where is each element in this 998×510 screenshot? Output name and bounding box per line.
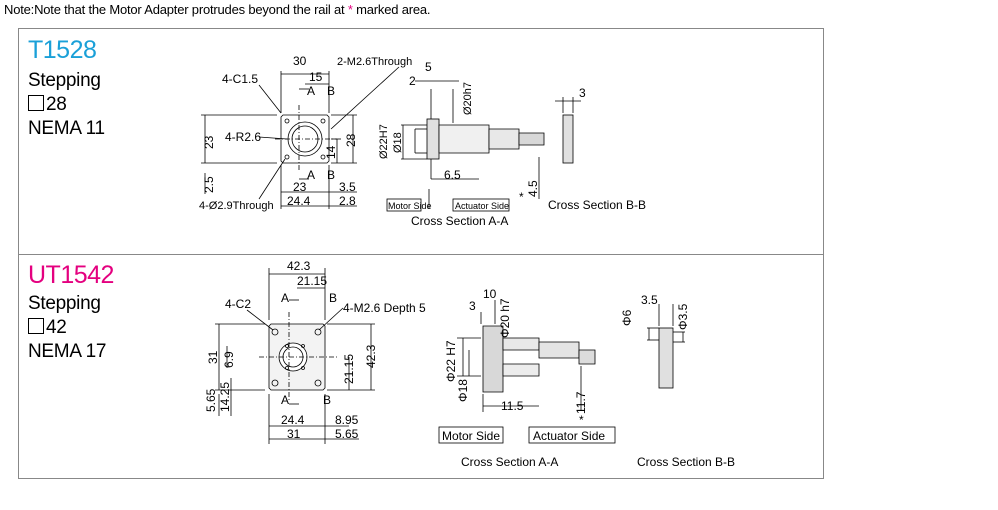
drawing-t1528: 30 15 2-M2.6Through 4-C1.5 4-R2.6 23 14 … [199, 54, 646, 228]
sec-aa-o18: Ø18 [392, 132, 404, 153]
dim-4-m26: 4-M2.6 Depth 5 [343, 301, 426, 315]
marker-b-bottom: B [327, 168, 335, 182]
marker-a-bottom: A [281, 393, 289, 407]
sec-aa-o22h7: Ø22H7 [378, 124, 390, 159]
square-icon [28, 318, 44, 334]
dim-5-65-left: 5.65 [204, 388, 218, 412]
motor-type: Stepping [28, 293, 101, 314]
caption-section-bb: Cross Section B-B [548, 198, 646, 212]
dim-4-o29: 4-Ø2.9Through [199, 200, 274, 212]
sec-bb-dim-3-5: 3.5 [641, 293, 658, 307]
dim-21-15-top: 21.15 [297, 274, 327, 288]
frame-size-value: 28 [46, 94, 67, 115]
dim-5-65-bottom: 5.65 [335, 427, 359, 441]
dim-30: 30 [293, 54, 307, 68]
dim-14: 14 [324, 145, 338, 159]
drawing-ut1542: 42.3 21.15 4-C2 4-M2.6 Depth 5 31 6.9 21… [204, 259, 735, 469]
frame-size: 42 [28, 316, 67, 340]
dim-21-15-right: 21.15 [342, 354, 356, 384]
sec-bb-dim-3: 3 [579, 86, 586, 100]
marker-a-top: A [307, 84, 315, 98]
sec-aa-dim-11-7: 11.7 [574, 391, 588, 414]
sec-aa-o22h7: Φ22 H7 [444, 340, 458, 382]
dim-4-c2: 4-C2 [225, 297, 251, 311]
sec-aa-dim-6-5: 6.5 [444, 168, 461, 182]
dim-2-m26: 2-M2.6Through [337, 56, 412, 68]
front-view-ut1542 [215, 268, 375, 444]
sec-aa-o20h7: Φ20 h7 [498, 298, 512, 338]
dim-23-horz: 23 [293, 180, 307, 194]
marker-a-top: A [281, 291, 289, 305]
dim-31-bottom: 31 [287, 427, 301, 441]
note-star: * [347, 2, 353, 17]
sec-aa-star: * [519, 190, 524, 204]
sec-aa-dim-2: 2 [409, 74, 416, 88]
dim-31-left: 31 [206, 350, 220, 364]
dim-2-5: 2.5 [202, 176, 216, 193]
dim-8-95: 8.95 [335, 413, 359, 427]
note-text: Note:Note that the Motor Adapter protrud… [4, 2, 348, 17]
front-view-t1528 [201, 66, 400, 209]
square-icon [28, 95, 44, 111]
sec-aa-dim-10: 10 [483, 287, 497, 301]
sec-aa-dim-3: 3 [469, 299, 476, 313]
section-bb-ut1542 [647, 304, 685, 389]
model-name: UT1542 [28, 261, 114, 289]
sec-aa-dim-5: 5 [425, 60, 432, 74]
dim-4-r26: 4-R2.6 [225, 130, 261, 144]
model-name: T1528 [28, 36, 97, 64]
section-aa-t1528 [401, 80, 545, 209]
caption-section-aa: Cross Section A-A [411, 214, 508, 228]
sec-aa-o18: Φ18 [456, 379, 470, 402]
label-motor-side: Motor Side [442, 429, 500, 443]
marker-a-bottom: A [307, 168, 315, 182]
marker-b-top: B [327, 84, 335, 98]
sec-aa-o20h7: Ø20h7 [462, 82, 474, 115]
nema-size: NEMA 11 [28, 118, 105, 139]
dim-24-4: 24.4 [281, 413, 305, 427]
caption-section-aa: Cross Section A-A [461, 455, 558, 469]
panel-ut1542: UT1542 Stepping 42 NEMA 17 [18, 254, 824, 479]
frame-size: 28 [28, 93, 67, 117]
dim-15: 15 [309, 70, 323, 84]
caption-section-bb: Cross Section B-B [637, 455, 735, 469]
note-suffix: marked area. [352, 2, 431, 17]
dim-14-25: 14.25 [218, 382, 232, 412]
dim-23-vert: 23 [202, 135, 216, 149]
marker-b-top: B [329, 291, 337, 305]
dim-42-3-top: 42.3 [287, 259, 311, 273]
dim-4-c15: 4-C1.5 [222, 72, 258, 86]
dim-24-4: 24.4 [287, 194, 311, 208]
frame-size-value: 42 [46, 317, 67, 338]
dim-2-8: 2.8 [339, 194, 356, 208]
dim-42-3-right: 42.3 [364, 344, 378, 368]
note: Note:Note that the Motor Adapter protrud… [4, 2, 431, 17]
motor-type: Stepping [28, 70, 101, 91]
label-motor-side: Motor Side [388, 201, 432, 211]
sec-bb-o6: Φ6 [620, 309, 634, 326]
sec-aa-dim-11-5: 11.5 [501, 399, 524, 413]
dim-28: 28 [344, 133, 358, 147]
panel-t1528: T1528 Stepping 28 NEMA 11 [18, 28, 824, 255]
label-actuator-side: Actuator Side [455, 201, 509, 211]
section-bb-t1528 [555, 97, 581, 164]
dim-6-9: 6.9 [222, 351, 236, 368]
nema-size: NEMA 17 [28, 341, 107, 362]
sec-bb-o3-5: Φ3.5 [676, 303, 690, 330]
section-aa-ut1542 [457, 300, 596, 412]
dim-3-5: 3.5 [339, 180, 356, 194]
sec-aa-star: * [579, 413, 584, 427]
marker-b-bottom: B [323, 393, 331, 407]
sec-aa-dim-4-5: 4.5 [526, 180, 540, 197]
label-actuator-side: Actuator Side [533, 429, 605, 443]
